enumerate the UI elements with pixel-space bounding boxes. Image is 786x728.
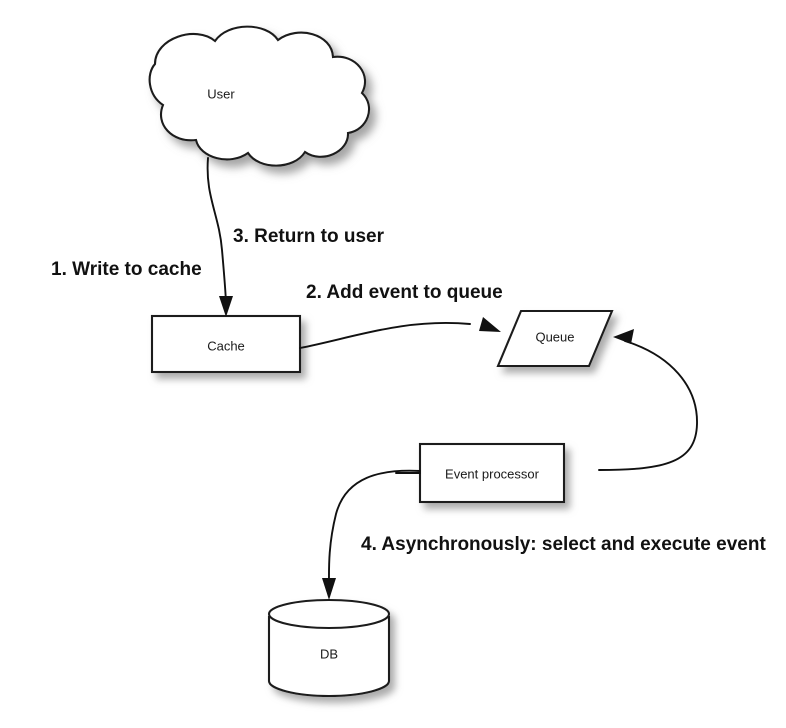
db-cylinder-body [267,615,391,698]
edge-cache-queue-arrowhead [479,317,501,332]
edge-user-cache-arrowhead [219,296,233,317]
edge-processor-queue-arrowhead [613,329,634,344]
node-db-label: DB [320,646,338,661]
edge-cache-queue-line [299,321,471,349]
edge-label-step2: 2. Add event to queue [306,282,503,303]
node-user[interactable]: User [148,25,371,167]
edge-user-to-cache[interactable] [206,157,233,317]
node-event-processor-label: Event processor [445,466,540,481]
node-event-processor[interactable]: Event processor [418,442,566,504]
cloud-shape [148,25,371,167]
edge-processor-db-arrowhead [322,578,336,600]
edge-processor-to-db[interactable] [322,469,421,600]
node-db[interactable]: DB [267,598,391,698]
edge-label-step4: 4. Asynchronously: select and execute ev… [361,534,766,555]
node-queue[interactable]: Queue [496,309,614,368]
node-queue-label: Queue [535,329,574,344]
cache-rect [150,314,302,374]
edge-user-cache-line [206,157,227,306]
edge-processor-queue-line [598,340,698,471]
queue-parallelogram [496,309,614,368]
edge-label-step1: 1. Write to cache [51,259,202,280]
edge-processor-db-line [328,469,421,587]
node-user-label: User [207,86,235,101]
node-cache-label: Cache [207,338,245,353]
db-cylinder-top [267,598,391,630]
edge-label-step3: 3. Return to user [233,226,385,247]
node-cache[interactable]: Cache [150,314,302,374]
edge-cache-to-queue[interactable] [299,317,501,349]
edge-processor-to-queue[interactable] [598,329,698,471]
